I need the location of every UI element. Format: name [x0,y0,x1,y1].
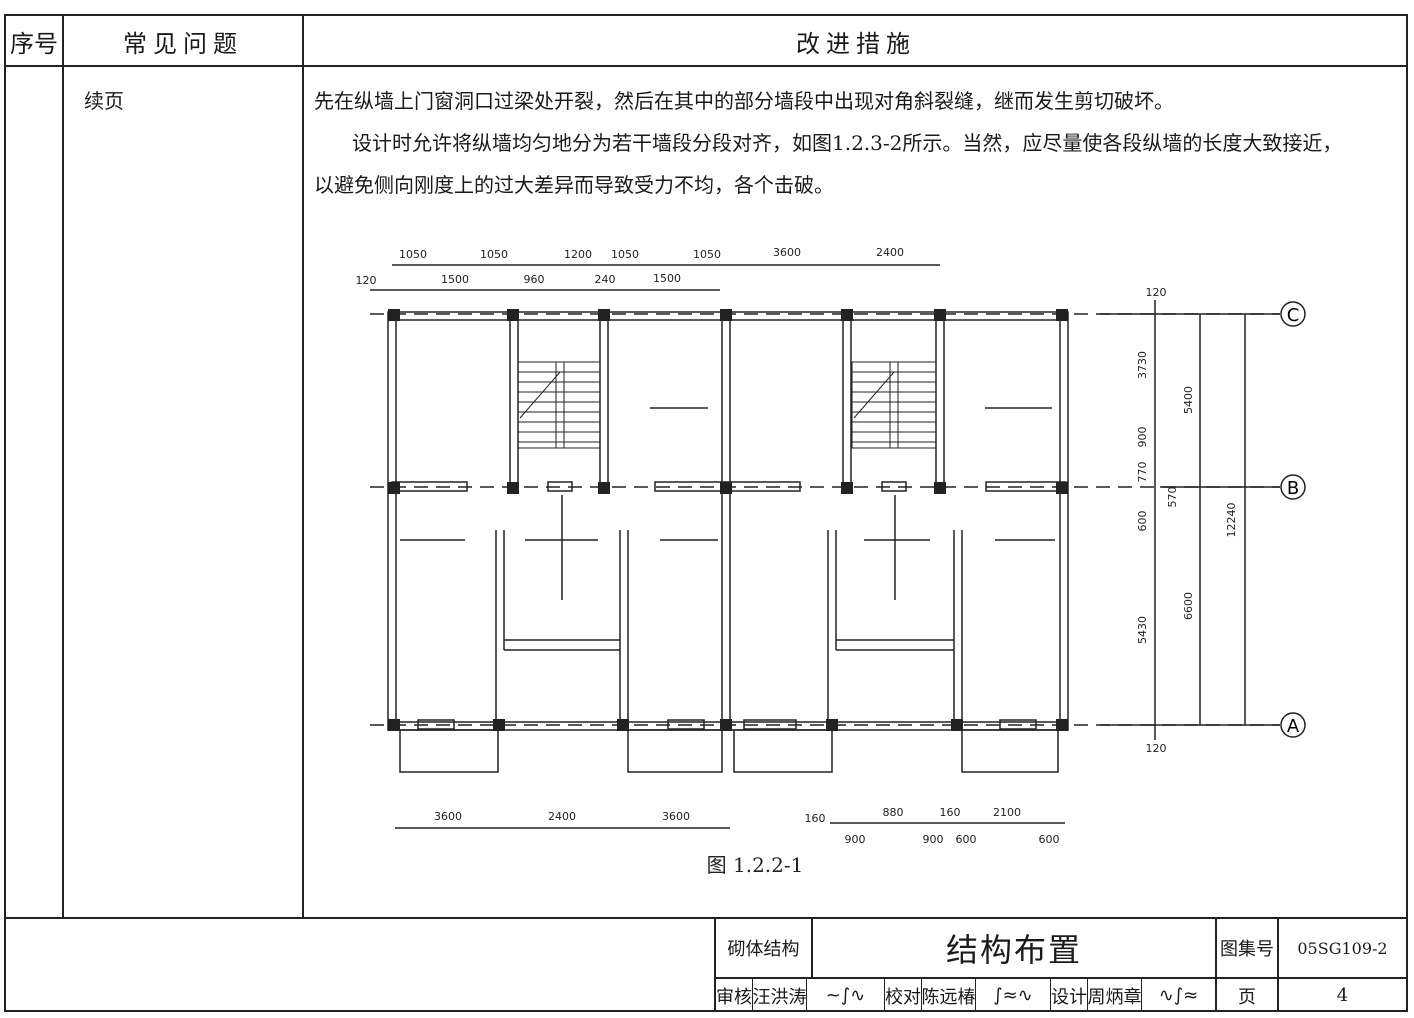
dimension-label: 160 [940,806,961,819]
dimension-label: 770 [1136,462,1149,483]
tb-mid-hline [714,977,1408,979]
tb-category: 砌体结构 [727,939,800,960]
dimension-label: 900 [845,833,866,846]
col-divider-1 [62,14,64,918]
tb-atlas-no: 05SG109-2 [1297,938,1388,958]
dimension-label: 12240 [1225,503,1238,538]
dimension-label: 900 [923,833,944,846]
dimension-label: 1050 [611,248,639,261]
dimension-label: 1050 [480,248,508,261]
tb-checker: 陈远椿 [921,986,976,1008]
dimension-label: 1500 [653,272,681,285]
tb-s6 [1050,977,1051,1012]
measure-line-3: 以避免侧向刚度上的过大差异而导致受力不均，各个击破。 [314,173,834,197]
tb-v2 [1215,917,1217,1012]
page-frame [4,14,1408,1012]
header-col-measure: 改进措施 [796,29,916,58]
dimension-label: 900 [1136,427,1149,448]
axis-label-a: A [1287,716,1300,737]
dimension-label: 120 [1146,742,1167,755]
tb-left-border [714,917,716,1012]
dimension-label: 240 [595,273,616,286]
tb-reviewer: 汪洪涛 [752,986,807,1008]
tb-designer: 周炳章 [1087,986,1142,1008]
row-label: 续页 [84,89,124,113]
dimension-label: 2400 [876,246,904,259]
tb-v1 [811,917,813,977]
tb-designer-signature: ∿∫≈ [1158,985,1199,1006]
dimension-label: 160 [805,812,826,825]
axis-label-c: C [1287,305,1300,326]
tb-s1 [752,977,753,1012]
tb-checker-signature: ∫≈∿ [993,985,1033,1006]
dimension-label: 3600 [662,810,690,823]
tb-review-label: 审核 [716,986,752,1008]
tb-s3 [884,977,885,1012]
dimension-label: 120 [1146,286,1167,299]
dimension-label: 1050 [693,248,721,261]
dimension-texts: 1050 1050 1200 1050 1050 3600 2400 120 1… [356,246,1239,846]
dimension-label: 3600 [773,246,801,259]
titleblock-divider [4,917,1408,919]
header-divider [4,65,1408,67]
dimension-label: 600 [1136,511,1149,532]
dimension-label: 1500 [441,273,469,286]
dimension-label: 5400 [1182,386,1195,414]
dimension-label: 120 [356,274,377,287]
dimension-label: 880 [883,806,904,819]
tb-page-no: 4 [1336,985,1349,1006]
structural-columns [388,309,1068,731]
dimension-label: 6600 [1182,592,1195,620]
tb-s8 [1141,977,1142,1012]
axis-bubbles: C B A [1280,301,1306,738]
header-col-problem: 常见问题 [123,29,243,58]
figure-caption: 图 1.2.2-1 [707,853,804,877]
measure-line-2: 设计时允许将纵墙均匀地分为若干墙段分段对齐，如图1.2.3-2所示。当然，应尽量… [352,131,1343,155]
wall-lines [370,264,1280,829]
tb-s4 [921,977,922,1012]
dimension-label: 600 [1039,833,1060,846]
col-divider-2 [302,14,304,918]
tb-reviewer-signature: ~∫∿ [825,985,866,1006]
dimension-label: 960 [524,273,545,286]
dimension-label: 3730 [1136,351,1149,379]
dimension-label: 1200 [564,248,592,261]
measure-line-1: 先在纵墙上门窗洞口过梁处开裂，然后在其中的部分墙段中出现对角斜裂缝，继而发生剪切… [314,89,1174,113]
dimension-label: 3600 [434,810,462,823]
dimension-label: 570 [1166,487,1179,508]
tb-v3 [1277,917,1279,1012]
dimension-label: 2100 [993,806,1021,819]
dimension-label: 2400 [548,810,576,823]
tb-s2 [806,977,807,1012]
dimension-label: 600 [956,833,977,846]
floor-plan-drawing: C B A 1050 1050 1200 1050 1050 3600 2400… [356,246,1306,877]
dimension-label: 1050 [399,248,427,261]
tb-s5 [975,977,976,1012]
tb-page-label: 页 [1238,986,1256,1008]
tb-title: 结构布置 [945,931,1082,969]
header-col-no: 序号 [10,29,58,58]
tb-atlas-label: 图集号 [1220,939,1274,960]
tb-s7 [1087,977,1088,1012]
tb-check-label: 校对 [885,986,921,1008]
tb-design-label: 设计 [1051,986,1087,1008]
axis-label-b: B [1287,478,1299,499]
dimension-label: 5430 [1136,616,1149,644]
